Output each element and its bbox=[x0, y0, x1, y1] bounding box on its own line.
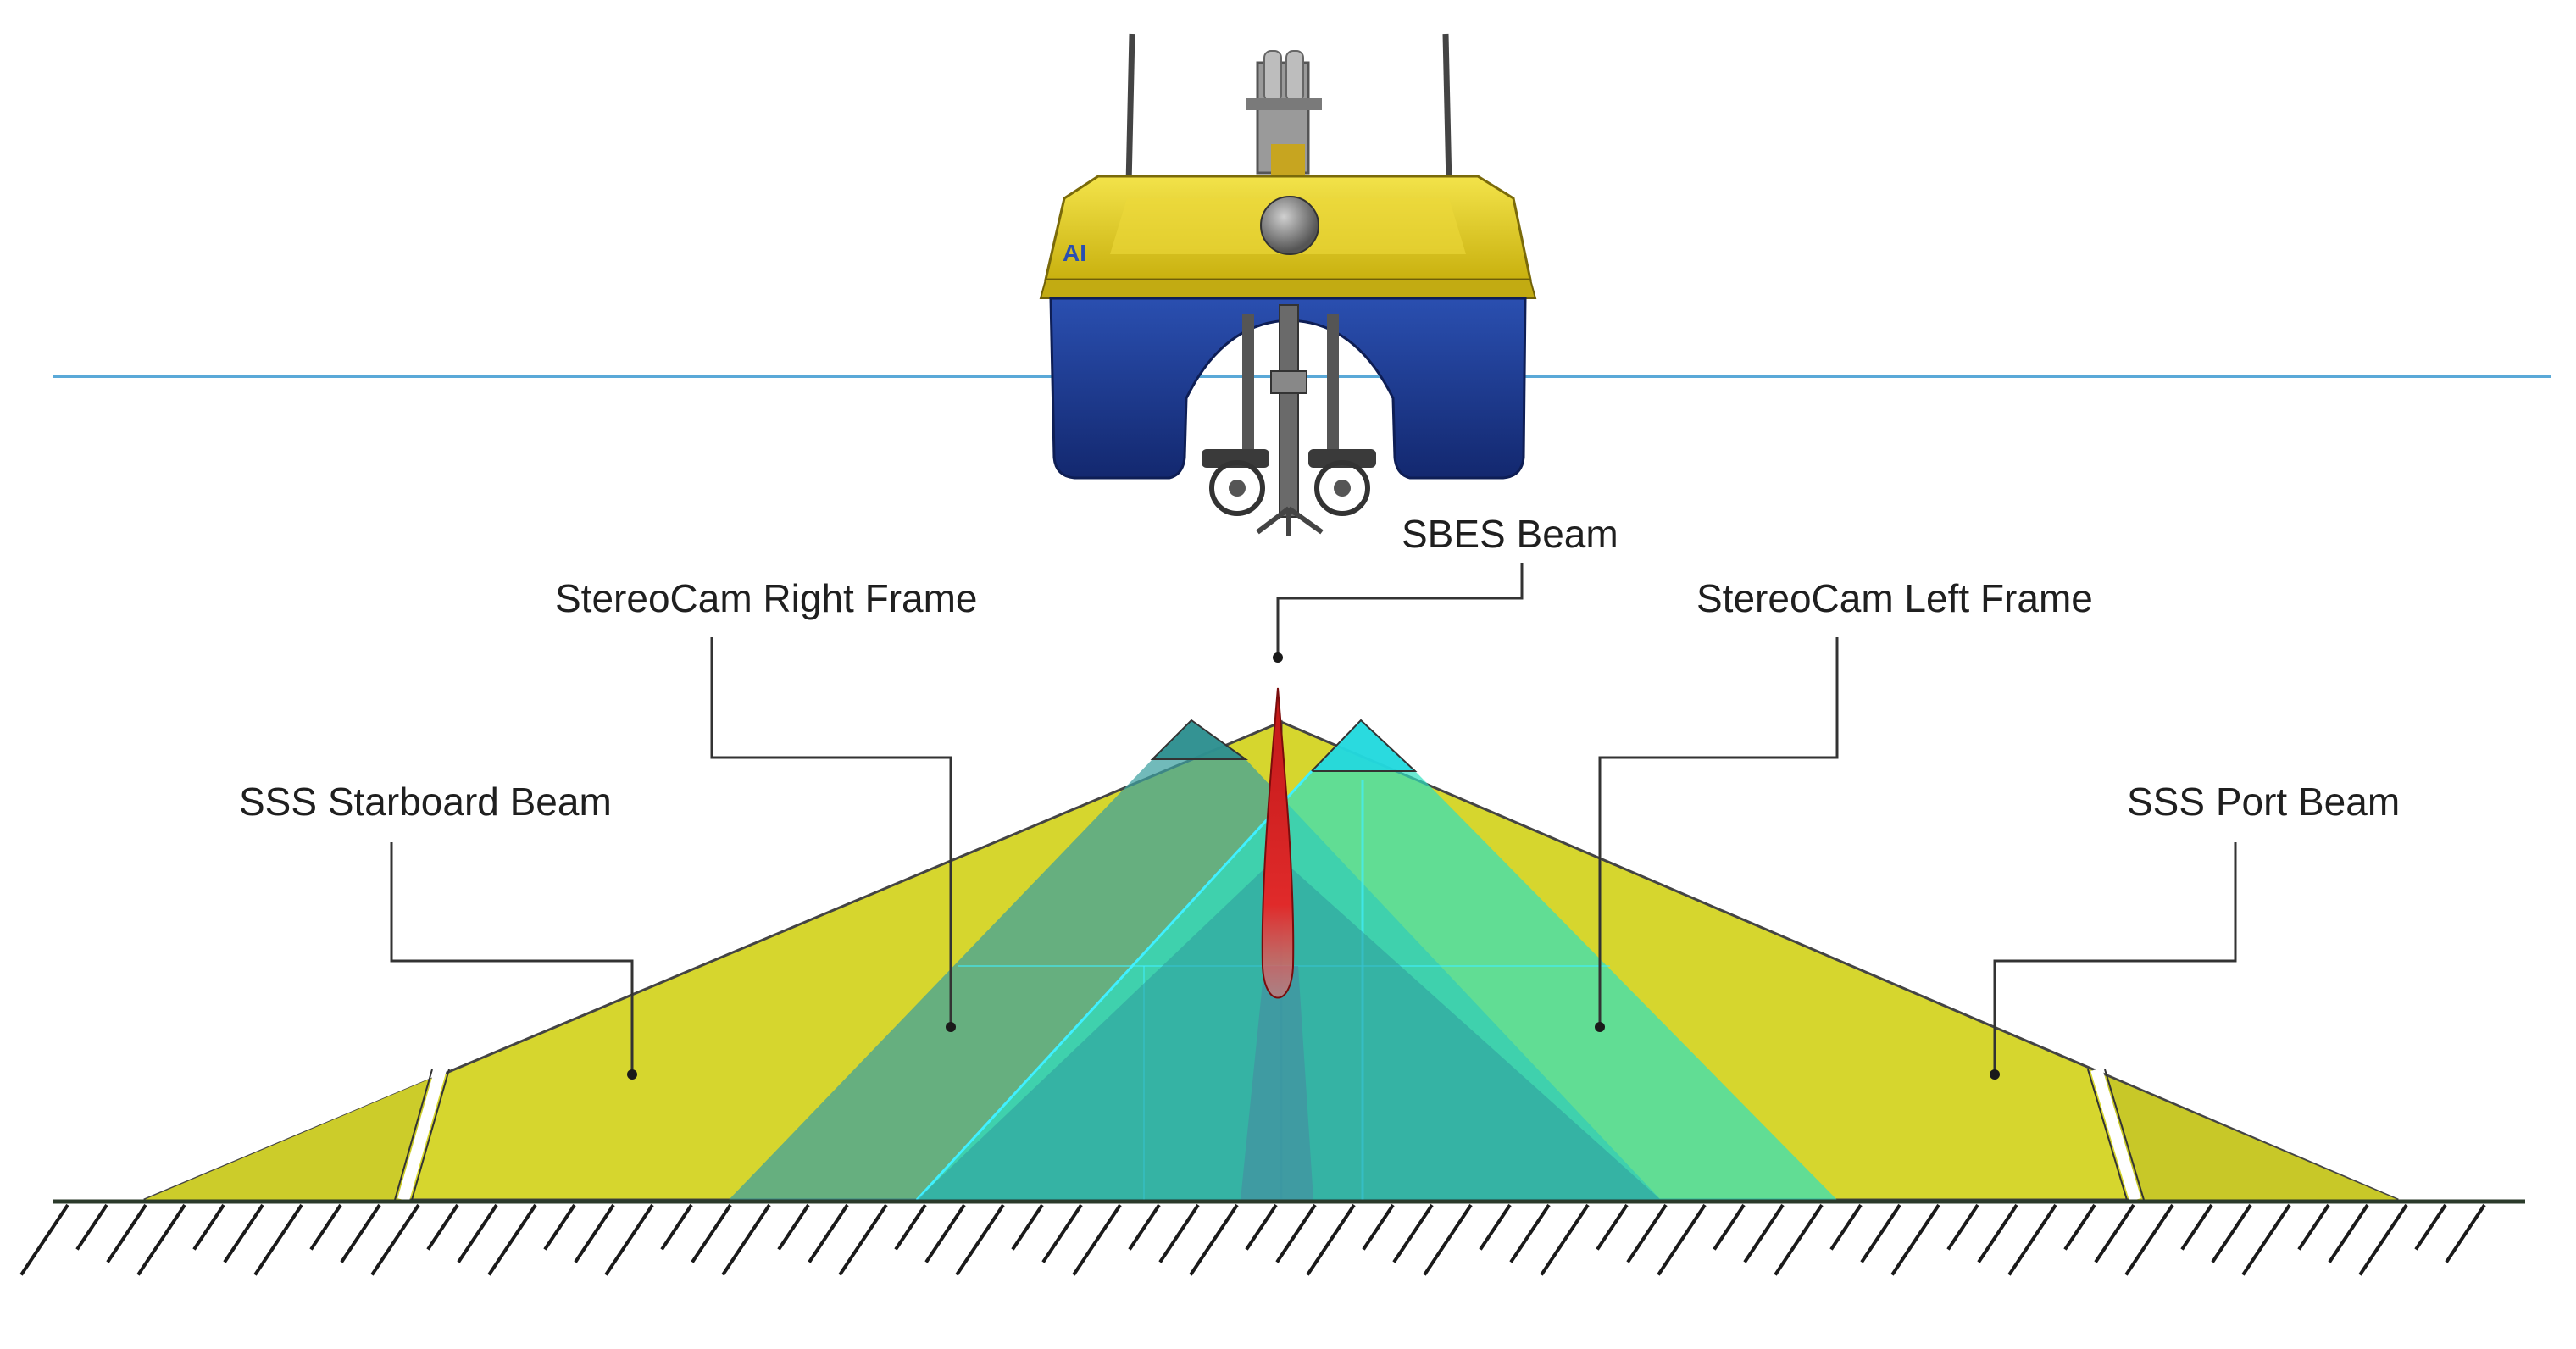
seabed-hatch-stroke bbox=[1128, 1203, 1161, 1251]
sbes-beam-area bbox=[1261, 687, 1295, 999]
stereocam-right-leader bbox=[710, 637, 952, 1027]
hull-dome bbox=[1260, 196, 1319, 255]
seabed-hatch-stroke bbox=[808, 1203, 849, 1263]
seabed-hatch-stroke bbox=[2241, 1203, 2291, 1276]
seabed-hatch-stroke bbox=[2007, 1203, 2057, 1276]
antenna-left bbox=[1125, 33, 1135, 186]
antenna-right bbox=[1442, 33, 1452, 186]
seabed-hatching bbox=[19, 1203, 2486, 1276]
seabed-hatch-stroke bbox=[2328, 1203, 2369, 1263]
seabed-hatch-stroke bbox=[1245, 1203, 1278, 1251]
seabed-hatch-stroke bbox=[721, 1203, 771, 1276]
sss-port-label: SSS Port Beam bbox=[2127, 780, 2400, 824]
sss-starboard-dot bbox=[627, 1069, 637, 1080]
seabed-hatch-stroke bbox=[253, 1203, 303, 1276]
seabed-hatch-stroke bbox=[2094, 1203, 2135, 1263]
sss-port-beam-inner bbox=[2098, 1073, 2398, 1200]
seabed-hatch-stroke bbox=[660, 1203, 693, 1251]
seabed-hatch-stroke bbox=[1011, 1203, 1044, 1251]
seabed-hatch-stroke bbox=[1392, 1203, 1434, 1263]
seabed-hatch-stroke bbox=[1829, 1203, 1863, 1251]
seabed-hatch-stroke bbox=[1275, 1203, 1317, 1263]
seabed-hatch-stroke bbox=[19, 1203, 69, 1276]
stereocam-right-dot bbox=[946, 1022, 956, 1032]
seabed-hatch-stroke bbox=[1479, 1203, 1512, 1251]
seabed-hatch-stroke bbox=[1306, 1203, 1356, 1276]
seabed-hatch-stroke bbox=[1041, 1203, 1083, 1263]
seabed-hatch-stroke bbox=[1540, 1203, 1590, 1276]
stereocam-left-frame-area bbox=[917, 720, 1837, 1200]
stereocam-left-label: StereoCam Left Frame bbox=[1696, 576, 2093, 620]
seabed-hatch-stroke bbox=[894, 1203, 927, 1251]
seabed-hatch-stroke bbox=[1860, 1203, 1901, 1263]
hull-logo-text: AI bbox=[1063, 240, 1086, 266]
sss-port-leader bbox=[1993, 842, 2237, 1074]
seabed-hatch-stroke bbox=[340, 1203, 381, 1263]
seabed-hatch-stroke bbox=[1509, 1203, 1551, 1263]
usv-boat: AI bbox=[1039, 33, 1537, 536]
seabed-hatch-stroke bbox=[75, 1203, 108, 1251]
seabed-hatch-stroke bbox=[955, 1203, 1005, 1276]
sbes-beam-leader bbox=[1276, 563, 1524, 658]
seabed-hatch-stroke bbox=[309, 1203, 342, 1251]
sss-starboard-label: SSS Starboard Beam bbox=[239, 780, 612, 824]
seabed-hatch-stroke bbox=[1713, 1203, 1746, 1251]
seabed-hatch-stroke bbox=[574, 1203, 615, 1263]
seabed-hatch-stroke bbox=[370, 1203, 420, 1276]
seabed-hatch-stroke bbox=[1596, 1203, 1629, 1251]
seabed-hatch-stroke bbox=[543, 1203, 576, 1251]
seabed-hatch-stroke bbox=[2445, 1203, 2486, 1263]
seabed-hatch-stroke bbox=[1977, 1203, 2018, 1263]
seabed-hatch-stroke bbox=[192, 1203, 225, 1251]
seabed-hatch-stroke bbox=[1743, 1203, 1785, 1263]
leader-lines bbox=[390, 563, 2237, 1074]
seabed-hatch-stroke bbox=[691, 1203, 732, 1263]
seabed-hatch-stroke bbox=[1774, 1203, 1824, 1276]
sss-port-dot bbox=[1990, 1069, 2000, 1080]
seabed-hatch-stroke bbox=[1626, 1203, 1668, 1263]
seabed-hatch-stroke bbox=[2063, 1203, 2096, 1251]
seabed-hatch-stroke bbox=[2124, 1203, 2174, 1276]
seabed-hatch-stroke bbox=[1189, 1203, 1239, 1276]
sbes-beam-label: SBES Beam bbox=[1402, 512, 1618, 556]
seabed-hatch-stroke bbox=[1072, 1203, 1122, 1276]
seabed-hatch-stroke bbox=[223, 1203, 264, 1263]
seabed-hatch-stroke bbox=[106, 1203, 147, 1263]
seabed-hatch-stroke bbox=[136, 1203, 186, 1276]
seabed-hatch-stroke bbox=[1158, 1203, 1200, 1263]
seabed-hatch-stroke bbox=[2358, 1203, 2408, 1276]
stereocam-left-leader bbox=[1598, 637, 1839, 1027]
sss-starboard-leader bbox=[390, 842, 634, 1074]
seabed-hatch-stroke bbox=[1423, 1203, 1473, 1276]
seabed-hatch-stroke bbox=[2297, 1203, 2330, 1251]
seabed-hatch-stroke bbox=[1946, 1203, 1979, 1251]
seabed-hatch-stroke bbox=[426, 1203, 459, 1251]
sbes-beam-shadow bbox=[1241, 966, 1313, 1200]
sss-starboard-beam-gap bbox=[397, 1068, 447, 1202]
sss-port-beam-gap bbox=[2090, 1067, 2141, 1202]
seabed-hatch-stroke bbox=[487, 1203, 537, 1276]
sss-starboard-beam-inner bbox=[144, 1074, 441, 1200]
seabed-hatch-stroke bbox=[924, 1203, 966, 1263]
stereocam-left-dot bbox=[1595, 1022, 1605, 1032]
seabed-hatch-stroke bbox=[838, 1203, 888, 1276]
seabed-hatch-stroke bbox=[2211, 1203, 2252, 1263]
stereocam-right-label: StereoCam Right Frame bbox=[555, 576, 978, 620]
seabed-hatch-stroke bbox=[1890, 1203, 1940, 1276]
sbes-beam-dot bbox=[1273, 652, 1283, 663]
seabed-hatch-stroke bbox=[457, 1203, 498, 1263]
seabed-hatch-stroke bbox=[604, 1203, 654, 1276]
seabed-hatch-stroke bbox=[1657, 1203, 1707, 1276]
seabed-hatch-stroke bbox=[2414, 1203, 2447, 1251]
seabed-hatch-stroke bbox=[2180, 1203, 2213, 1251]
seabed-hatch-stroke bbox=[1362, 1203, 1395, 1251]
seabed-hatch-stroke bbox=[777, 1203, 810, 1251]
